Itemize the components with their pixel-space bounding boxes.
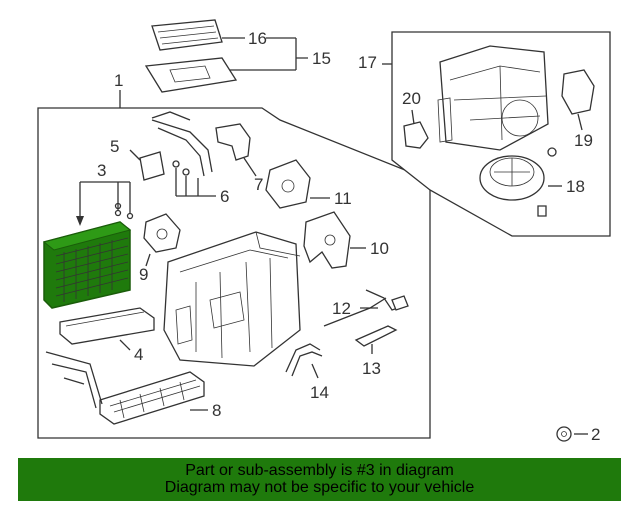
callout-4: 4 — [134, 345, 143, 364]
callout-17: 17 — [358, 53, 377, 72]
filter-group — [144, 19, 308, 93]
callout-labels: 1 2 3 4 5 6 7 8 9 10 11 12 13 14 15 16 1… — [97, 29, 600, 444]
callout-18: 18 — [566, 177, 585, 196]
hvac-case — [163, 231, 301, 367]
callout-16: 16 — [248, 29, 267, 48]
callout-6: 6 — [220, 187, 229, 206]
callout-20: 20 — [402, 89, 421, 108]
actuator-part-20 — [403, 121, 429, 149]
callout-10: 10 — [370, 239, 389, 258]
blower-case — [437, 45, 549, 151]
duct-part-14 — [285, 343, 323, 379]
callout-3: 3 — [97, 161, 106, 180]
callout-9: 9 — [139, 265, 148, 284]
resistor-part-19 — [561, 69, 595, 131]
callout-11: 11 — [334, 189, 352, 208]
callout-2: 2 — [591, 425, 600, 444]
evaporator-core-part-3 — [42, 221, 132, 309]
link-part-10 — [303, 211, 366, 269]
callout-3-bracket — [76, 181, 134, 226]
callout-7: 7 — [254, 175, 263, 194]
callout-1: 1 — [114, 71, 123, 90]
clip-part-2 — [556, 426, 588, 442]
pipes-part-6 — [151, 111, 216, 197]
heater-core-part-8 — [45, 351, 208, 425]
callout-12: 12 — [332, 299, 351, 318]
sensor-part-12 — [323, 289, 409, 327]
blower-motor-part-18 — [479, 147, 562, 217]
callout-8: 8 — [212, 401, 221, 420]
expansion-valve-part-5 — [129, 149, 165, 181]
banner-line-1: Part or sub-assembly is #3 in diagram — [185, 462, 454, 479]
banner-line-2: Diagram may not be specific to your vehi… — [164, 479, 475, 496]
servo-part-9 — [143, 213, 181, 267]
callout-5: 5 — [110, 137, 119, 156]
servo-part-7 — [215, 123, 257, 177]
sensor-part-13 — [354, 325, 398, 354]
callout-19: 19 — [574, 131, 593, 150]
callout-14: 14 — [310, 383, 329, 402]
servo-part-11 — [265, 159, 330, 209]
callout-15: 15 — [312, 49, 331, 68]
callout-13: 13 — [362, 359, 381, 378]
evaporator-case-part-4 — [59, 307, 155, 351]
notice-banner: Part or sub-assembly is #3 in diagram Di… — [18, 458, 621, 501]
